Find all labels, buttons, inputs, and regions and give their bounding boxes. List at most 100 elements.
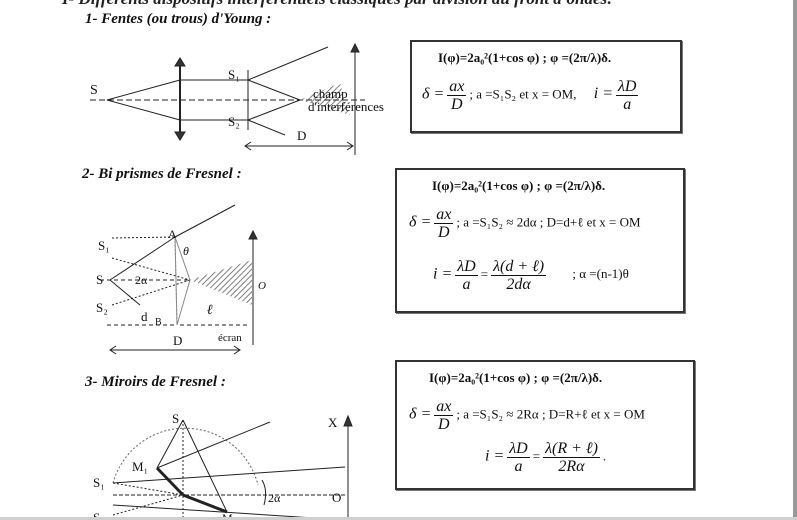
delta-rest: ; a =S₁S₂ ≈ 2dα ; D=d+ℓ et x = OM xyxy=(456,214,641,230)
fringe-lhs: i = xyxy=(485,447,505,465)
denominator: D xyxy=(438,416,450,433)
ray xyxy=(109,279,141,306)
page-title: I- Différents dispositifs interférentiel… xyxy=(62,0,613,9)
ray xyxy=(247,119,286,136)
numerator: ax xyxy=(434,206,454,224)
label-2alpha: 2α xyxy=(135,273,148,287)
numerator: ax xyxy=(434,398,454,416)
label-D: D xyxy=(173,333,182,348)
alpha-relation: ; α =(n-1)θ xyxy=(572,266,629,282)
delta-lhs: δ = xyxy=(409,213,432,231)
scrollbar-edge xyxy=(793,0,797,520)
ray xyxy=(156,419,184,469)
label-X: X xyxy=(328,415,338,430)
period: . xyxy=(602,448,607,464)
ray xyxy=(106,79,181,101)
section-1-heading: 1- Fentes (ou trous) d'Young : xyxy=(85,11,272,27)
lens-arrow-top xyxy=(174,57,186,67)
reflected-ray xyxy=(156,421,271,469)
biprism-diagram xyxy=(100,204,258,355)
denominator: a xyxy=(514,458,523,475)
label-O: O xyxy=(332,490,341,505)
label-S: S xyxy=(90,83,98,98)
intensity-formula: I(φ)=2a₀²(1+cos φ) ; φ =(2π/λ)δ. xyxy=(438,50,612,65)
numerator: λD xyxy=(616,78,639,96)
ray xyxy=(182,419,228,513)
label-S: S xyxy=(96,272,103,287)
delta-rest: ; a =S₁S₂ et x = OM, xyxy=(469,86,577,102)
label-ecran: écran xyxy=(218,332,242,344)
delta-lhs: δ = xyxy=(409,405,432,423)
intensity-formula: I(φ)=2a₀²(1+cos φ) ; φ =(2π/λ)δ. xyxy=(429,370,603,385)
virtual-ray xyxy=(111,236,176,239)
mirror-M1 xyxy=(155,466,185,497)
delta-lhs: δ = xyxy=(422,85,445,103)
label-S1: S₁ xyxy=(93,475,105,490)
fringe-lhs: i = xyxy=(433,265,453,283)
label-d: d xyxy=(141,309,148,324)
label-interferences: d'interférences xyxy=(308,99,384,114)
ray xyxy=(247,99,301,121)
ray xyxy=(106,99,181,121)
virtual-ray xyxy=(111,279,191,306)
numerator: λ(d + ℓ) xyxy=(491,258,547,276)
interference-field xyxy=(190,260,252,305)
label-2alpha: 2α xyxy=(268,491,281,505)
label-D: D xyxy=(297,128,306,143)
fringe-lhs: i = xyxy=(593,85,613,103)
label-B: B xyxy=(155,317,162,328)
interference-field xyxy=(300,83,350,115)
fraction: λ(R + ℓ)2Rα xyxy=(543,440,600,475)
page-bottom-edge xyxy=(0,517,797,520)
equals: = xyxy=(480,266,489,282)
label-S2: S₂ xyxy=(96,300,108,315)
label-O: O xyxy=(258,280,266,292)
label-S2: S₂ xyxy=(93,510,105,520)
ray xyxy=(174,204,236,238)
label-S1: S₁ xyxy=(228,67,240,82)
numerator: ax xyxy=(447,78,467,96)
intensity-formula: I(φ)=2a₀²(1+cos φ) ; φ =(2π/λ)δ. xyxy=(432,178,606,193)
label-M1: M₁ xyxy=(132,459,148,474)
label-ell: ℓ xyxy=(207,303,213,318)
numerator: λD xyxy=(507,440,530,458)
label-S: S xyxy=(172,411,179,426)
label-S1: S₁ xyxy=(98,238,110,253)
mirrors-diagram xyxy=(112,414,353,520)
virtual-ray xyxy=(111,257,191,281)
denominator: a xyxy=(623,96,632,113)
denominator: 2Rα xyxy=(558,458,585,475)
denominator: 2dα xyxy=(506,276,531,293)
label-S2: S₂ xyxy=(228,114,240,129)
angle-arc xyxy=(261,479,267,506)
label-A: A xyxy=(168,227,177,241)
denominator: a xyxy=(462,276,471,293)
young-diagram xyxy=(90,42,365,155)
ray xyxy=(112,466,346,484)
delta-rest: ; a =S₁S₂ ≈ 2Rα ; D=R+ℓ et x = OM xyxy=(456,406,645,422)
label-M2: M₂ xyxy=(222,511,237,520)
denominator: D xyxy=(451,96,463,113)
denominator: D xyxy=(438,224,450,241)
fraction: λ(d + ℓ)2dα xyxy=(491,258,547,293)
label-theta: θ xyxy=(183,244,189,258)
circle-arc xyxy=(112,427,259,486)
numerator: λD xyxy=(455,258,478,276)
lens-arrow-bottom xyxy=(174,131,186,141)
ray xyxy=(109,236,176,281)
